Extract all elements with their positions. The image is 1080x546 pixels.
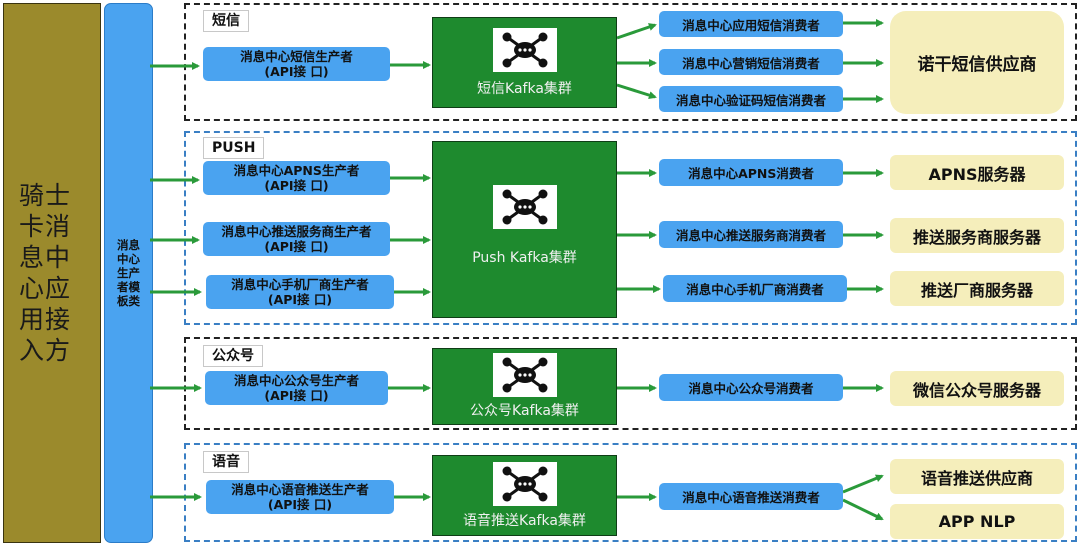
section-title-sms: 短信: [203, 10, 249, 32]
consumer-sms-verification: 消息中心验证码短信消费者: [659, 86, 843, 112]
section-voice: [184, 443, 1077, 542]
kafka-cluster-icon: [492, 184, 557, 229]
kafka-cluster-icon: [492, 27, 557, 72]
client-panel-label: 骑士卡消息中心应用接入方: [19, 181, 72, 365]
consumer-apns: 消息中心APNS消费者: [659, 159, 843, 186]
kafka-cluster-sms-label: 短信Kafka集群: [477, 80, 572, 97]
kafka-cluster-push-label: Push Kafka集群: [472, 249, 577, 266]
consumer-sms-app: 消息中心应用短信消费者: [659, 11, 843, 37]
supplier-push-provider: 推送服务商服务器: [890, 218, 1064, 253]
supplier-apns: APNS服务器: [890, 155, 1064, 190]
section-title-push: PUSH: [203, 137, 265, 159]
consumer-sms-marketing: 消息中心营销短信消费者: [659, 49, 843, 75]
supplier-voice: 语音推送供应商: [890, 459, 1064, 494]
producer-apns: 消息中心APNS生产者 (API接 口): [203, 161, 390, 195]
supplier-phone-vendor: 推送厂商服务器: [890, 271, 1064, 306]
section-push: [184, 131, 1077, 325]
consumer-voice: 消息中心语音推送消费者: [659, 483, 843, 510]
producer-wechat: 消息中心公众号生产者 (API接 口): [205, 371, 388, 405]
consumer-phone-vendor: 消息中心手机厂商消费者: [663, 275, 847, 302]
producer-sms: 消息中心短信生产者 (API接 口): [203, 47, 390, 81]
supplier-sms: 诺干短信供应商: [890, 11, 1064, 114]
consumer-push-provider: 消息中心推送服务商消费者: [659, 221, 843, 248]
supplier-wechat: 微信公众号服务器: [890, 371, 1064, 406]
kafka-cluster-wechat-label: 公众号Kafka集群: [470, 403, 579, 419]
supplier-app-nlp: APP NLP: [890, 504, 1064, 539]
kafka-cluster-push: Push Kafka集群: [432, 141, 617, 318]
section-title-voice: 语音: [203, 451, 249, 473]
producer-phone-vendor: 消息中心手机厂商生产者 (API接 口): [206, 275, 394, 309]
producer-template-column: 消息中心生产者模板类: [104, 3, 153, 543]
section-sms: [184, 3, 1077, 121]
kafka-cluster-icon: [492, 461, 557, 506]
producer-voice: 消息中心语音推送生产者 (API接 口): [206, 480, 394, 514]
producer-template-label: 消息中心生产者模板类: [117, 238, 140, 308]
kafka-cluster-icon: [492, 353, 557, 397]
kafka-cluster-wechat: 公众号Kafka集群: [432, 348, 617, 425]
producer-push-provider: 消息中心推送服务商生产者 (API接 口): [203, 222, 390, 256]
kafka-cluster-sms: 短信Kafka集群: [432, 17, 617, 108]
client-panel: 骑士卡消息中心应用接入方: [3, 3, 101, 543]
consumer-wechat: 消息中心公众号消费者: [659, 374, 843, 401]
kafka-cluster-voice-label: 语音推送Kafka集群: [463, 512, 586, 529]
kafka-cluster-voice: 语音推送Kafka集群: [432, 455, 617, 536]
section-wechat: [184, 337, 1077, 430]
section-title-wechat: 公众号: [203, 345, 263, 367]
